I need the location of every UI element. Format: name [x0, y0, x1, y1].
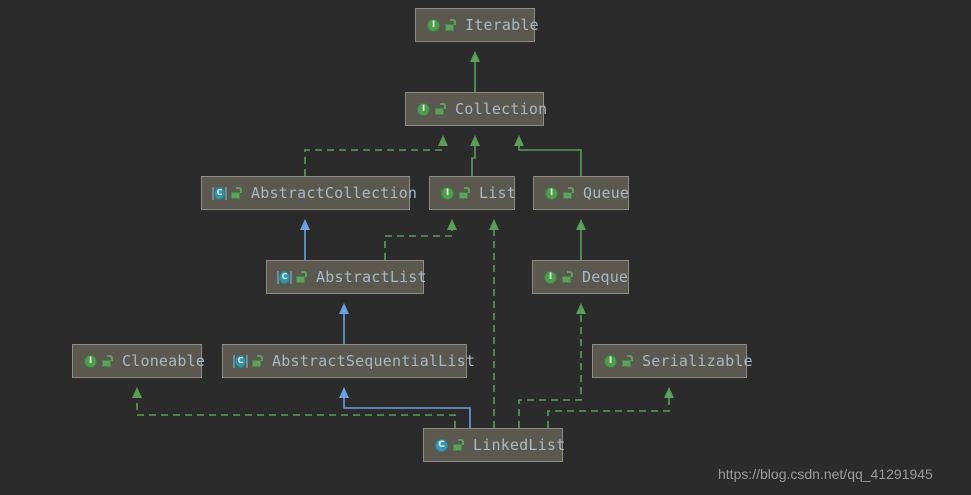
public-unlocked-icon: [459, 187, 470, 199]
public-unlocked-icon: [445, 19, 456, 31]
interface-icon: I: [83, 354, 98, 369]
class-node-label: Deque: [582, 268, 629, 286]
class-node-abstractlist[interactable]: C AbstractList: [266, 260, 427, 294]
edge-linkedlist-to-serializable: [547, 387, 674, 428]
edge-abstractcollection-to-collection: [304, 135, 448, 176]
edge-linkedlist-to-abstractsequentiallist: [339, 387, 471, 428]
class-node-label: Serializable: [642, 352, 753, 370]
public-unlocked-icon: [102, 355, 113, 367]
class-node-label: Cloneable: [122, 352, 206, 370]
interface-icon: I: [440, 186, 455, 201]
class-node-queue[interactable]: I Queue: [533, 176, 629, 210]
abstract-class-icon: C: [233, 354, 248, 369]
class-node-label: List: [479, 184, 516, 202]
edge-list-to-collection: [470, 135, 480, 176]
public-unlocked-icon: [252, 355, 263, 367]
class-icon: C: [434, 438, 449, 453]
abstract-class-icon: C: [212, 186, 227, 201]
class-node-abstractsequentiallist[interactable]: C AbstractSequentialList: [222, 344, 475, 378]
edge-queue-to-collection: [514, 135, 582, 176]
public-unlocked-icon: [231, 187, 242, 199]
class-node-deque[interactable]: I Deque: [532, 260, 629, 294]
class-node-label: AbstractList: [316, 268, 427, 286]
public-unlocked-icon: [622, 355, 633, 367]
edge-linkedlist-to-cloneable: [132, 387, 456, 428]
public-unlocked-icon: [563, 187, 574, 199]
public-unlocked-icon: [453, 439, 464, 451]
interface-icon: I: [416, 102, 431, 117]
interface-icon: I: [543, 270, 558, 285]
class-node-label: Collection: [455, 100, 548, 118]
class-node-iterable[interactable]: I Iterable: [415, 8, 539, 42]
abstract-class-icon: C: [277, 270, 292, 285]
class-node-label: LinkedList: [473, 436, 566, 454]
class-node-label: Iterable: [465, 16, 539, 34]
class-node-list[interactable]: I List: [429, 176, 516, 210]
class-node-abstractcollection[interactable]: C AbstractCollection: [201, 176, 417, 210]
class-node-linkedlist[interactable]: C LinkedList: [423, 428, 566, 462]
class-node-cloneable[interactable]: I Cloneable: [72, 344, 206, 378]
watermark: https://blog.csdn.net/qq_41291945: [718, 466, 933, 482]
edge-abstractlist-to-list: [384, 219, 457, 260]
public-unlocked-icon: [562, 271, 573, 283]
class-node-label: Queue: [583, 184, 630, 202]
interface-icon: I: [603, 354, 618, 369]
interface-icon: I: [544, 186, 559, 201]
public-unlocked-icon: [435, 103, 446, 115]
class-node-serializable[interactable]: I Serializable: [592, 344, 753, 378]
class-node-collection[interactable]: I Collection: [405, 92, 548, 126]
edge-linkedlist-to-deque: [518, 303, 586, 428]
interface-icon: I: [426, 18, 441, 33]
class-node-label: AbstractSequentialList: [272, 352, 476, 370]
class-node-label: AbstractCollection: [251, 184, 418, 202]
public-unlocked-icon: [296, 271, 307, 283]
